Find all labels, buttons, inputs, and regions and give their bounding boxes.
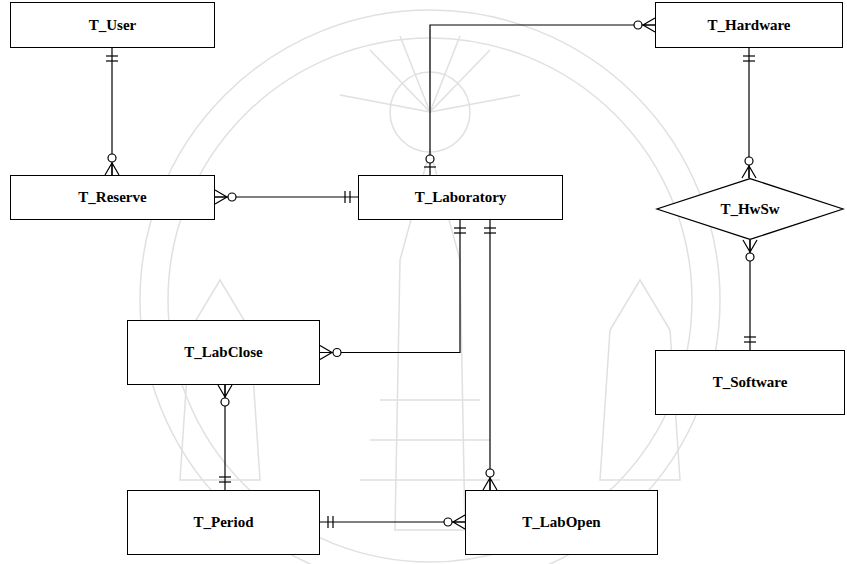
- one-tick: [344, 191, 345, 203]
- optional-circle: [745, 157, 753, 165]
- relationship-line: [320, 220, 460, 353]
- relationship-group: [320, 220, 466, 360]
- one-tick: [744, 336, 756, 337]
- one-tick: [106, 60, 118, 61]
- entity-box: T_LabClose: [127, 320, 320, 385]
- entity-box: T_Reserve: [10, 175, 215, 220]
- entity-name: T_User: [89, 17, 137, 34]
- crows-foot: [215, 190, 227, 204]
- one-tick: [424, 166, 436, 167]
- optional-circle: [108, 154, 116, 162]
- relationship-group: [743, 240, 757, 350]
- crows-foot: [483, 478, 497, 490]
- seal-tiers: [360, 400, 500, 480]
- entity-box: T_Laboratory: [358, 175, 563, 220]
- crows-foot: [643, 18, 655, 32]
- relationship-group: [742, 48, 756, 178]
- entity-name: T_LabOpen: [522, 514, 600, 531]
- one-tick: [744, 341, 756, 342]
- optional-circle: [333, 349, 341, 357]
- crows-foot: [742, 166, 756, 178]
- entity-box: T_User: [10, 2, 215, 48]
- one-tick: [219, 476, 231, 477]
- one-tick: [219, 481, 231, 482]
- entity-name: T_Laboratory: [415, 189, 507, 206]
- entity-name: T_HwSw: [720, 201, 779, 218]
- one-tick: [454, 227, 466, 228]
- entity-box: T_Period: [127, 490, 320, 555]
- one-tick: [484, 232, 496, 233]
- optional-circle: [486, 469, 494, 477]
- relationship-line: [489, 220, 490, 490]
- entity-name: T_LabClose: [184, 344, 262, 361]
- crows-foot: [105, 163, 119, 175]
- entity-name: T_Software: [713, 374, 788, 391]
- one-tick: [332, 516, 333, 528]
- one-tick: [484, 227, 496, 228]
- optional-circle: [444, 518, 452, 526]
- one-tick: [454, 232, 466, 233]
- optional-circle: [228, 193, 236, 201]
- relationship-group: [105, 48, 119, 175]
- relationship-group: [218, 385, 232, 490]
- crows-foot: [320, 346, 332, 360]
- one-tick: [743, 60, 755, 61]
- crows-foot: [218, 385, 232, 397]
- optional-circle: [426, 155, 434, 163]
- relationship-group: [483, 220, 497, 490]
- relationship-line: [430, 25, 655, 175]
- relationship-group: [424, 18, 655, 175]
- entity-box: T_LabOpen: [465, 490, 658, 555]
- relationship-line: [320, 521, 465, 522]
- one-tick: [327, 516, 328, 528]
- one-tick: [743, 55, 755, 56]
- entity-box: T_Software: [655, 350, 845, 415]
- relationship-diamond: T_HwSw: [655, 178, 845, 240]
- crows-foot: [743, 240, 757, 252]
- seal-ring: [140, 10, 720, 564]
- optional-circle: [746, 253, 754, 261]
- one-tick: [349, 191, 350, 203]
- entity-box: T_Hardware: [655, 2, 843, 48]
- entity-name: T_Period: [194, 514, 254, 531]
- crows-foot: [453, 515, 465, 529]
- entity-name: T_Hardware: [707, 17, 790, 34]
- one-tick: [106, 55, 118, 56]
- optional-circle: [634, 21, 642, 29]
- entity-name: T_Reserve: [78, 189, 146, 206]
- relationship-group: [215, 190, 358, 204]
- optional-circle: [221, 398, 229, 406]
- relationship-group: [320, 515, 465, 529]
